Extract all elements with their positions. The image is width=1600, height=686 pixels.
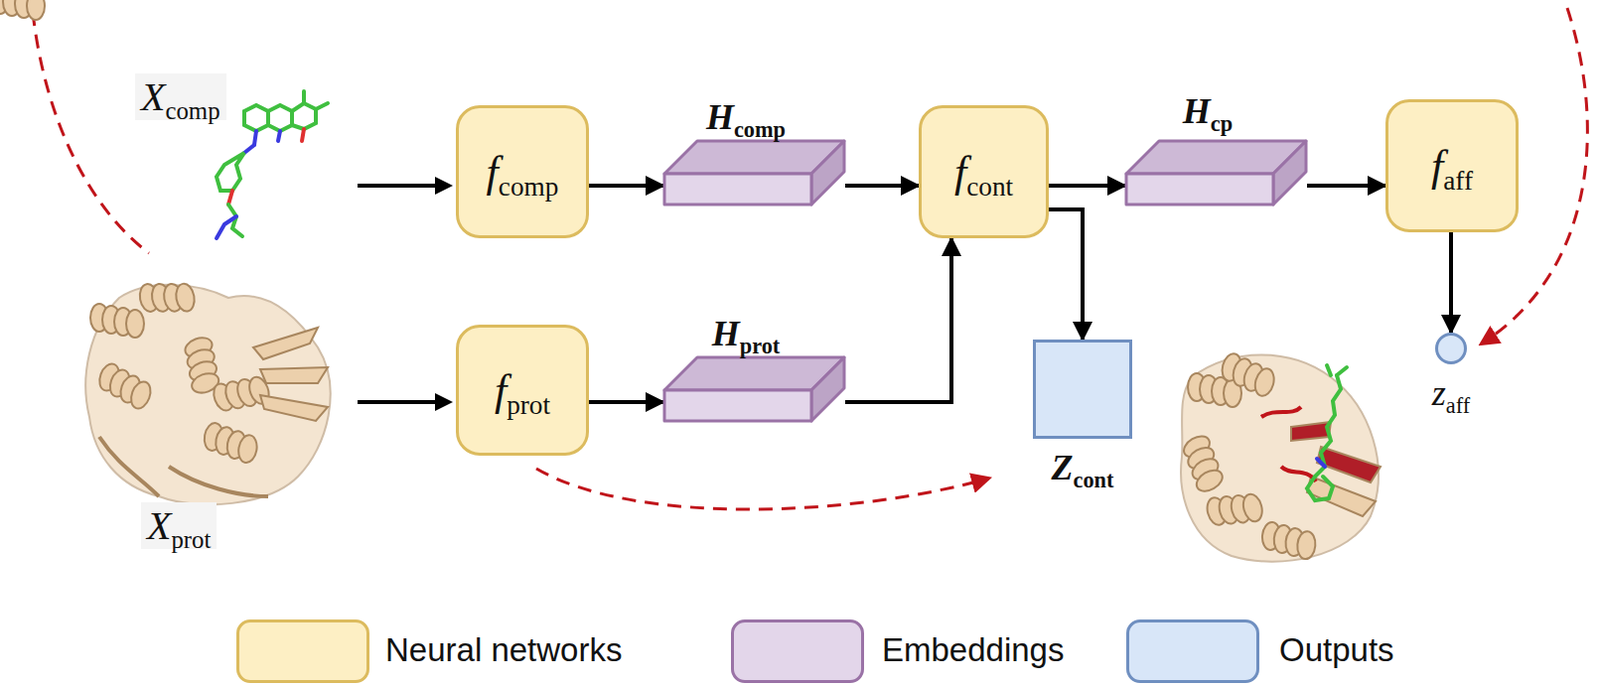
embedding-block: Hcp (1125, 82, 1308, 205)
dashed-curve (32, 11, 149, 254)
legend-text: Embeddings (881, 631, 1064, 670)
connector-arrow (845, 238, 952, 403)
node-label: zaff (1432, 372, 1470, 415)
embedding-block: Hcomp (663, 94, 846, 205)
node-label: fcont (954, 146, 1014, 198)
network-box: fcont (918, 105, 1049, 239)
node-label: Hcp (1182, 90, 1233, 133)
connector-arrow (1449, 232, 1454, 333)
output-scalar: zaff (1421, 332, 1481, 425)
network-box: fcomp (455, 105, 589, 239)
embedding-block: Hprot (663, 310, 846, 422)
block-shape (663, 140, 846, 207)
molecule-illustration (216, 91, 328, 239)
legend-swatch (730, 619, 865, 684)
input-arrow (357, 176, 453, 412)
output-circle (1435, 332, 1467, 365)
node-label: Hprot (712, 312, 781, 355)
output-matrix: Zcont (1032, 339, 1133, 495)
connector-arrow (588, 400, 664, 405)
input-label: Xprot (141, 502, 217, 550)
node-label: faff (1431, 141, 1473, 192)
connector-arrow (1307, 183, 1386, 188)
output-square (1032, 339, 1133, 439)
legend-text: Outputs (1279, 631, 1395, 670)
complex-illustration (1174, 351, 1381, 563)
network-box: faff (1385, 99, 1519, 233)
network-box: fprot (455, 324, 589, 456)
legend-swatch (236, 619, 370, 684)
ligand-illustration (1307, 365, 1347, 501)
connector-arrow (845, 183, 919, 188)
node-label: fprot (494, 365, 551, 417)
connector-arrow (588, 183, 664, 188)
connector-arrow (1048, 209, 1083, 340)
block-shape (663, 356, 846, 424)
connector-arrow (1048, 183, 1126, 188)
input-label: Xcomp (135, 73, 227, 121)
node-label: Hcomp (706, 96, 786, 139)
node-label: fcomp (486, 146, 560, 198)
node-label: Zcont (1051, 446, 1115, 489)
legend-text: Neural networks (385, 631, 622, 670)
protein-illustration (0, 0, 331, 505)
block-shape (1125, 140, 1308, 207)
legend-swatch (1126, 619, 1260, 684)
dashed-curve (536, 468, 989, 510)
